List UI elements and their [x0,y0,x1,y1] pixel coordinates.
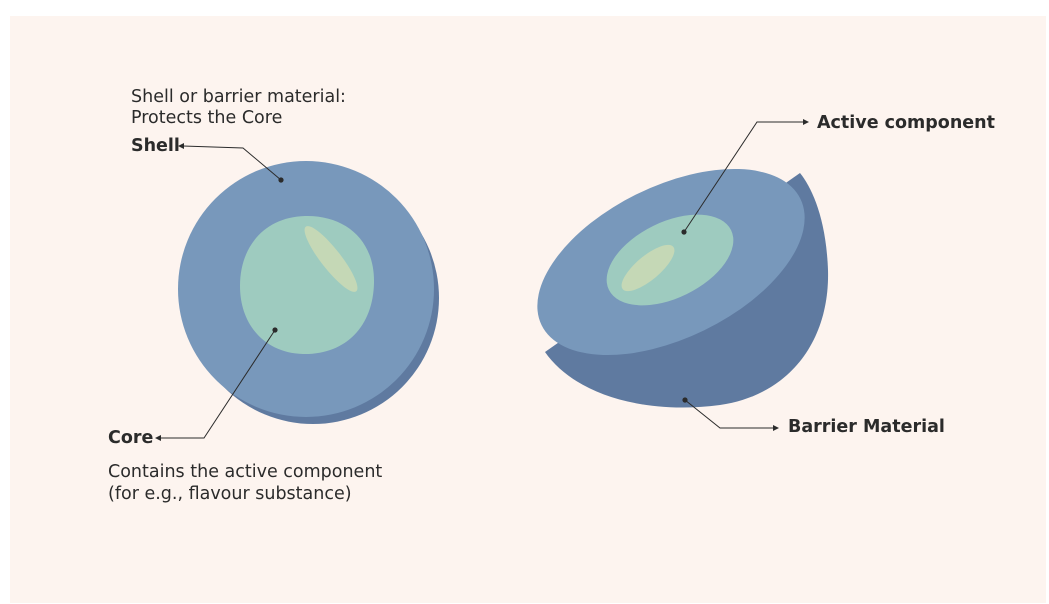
active-component-label: Active component [817,112,995,134]
barrier-material-label: Barrier Material [788,416,945,438]
active-component-leader-dot [681,229,686,234]
barrier-material-leader-dot [682,397,687,402]
half-capsule [508,131,833,408]
core-description-line2: (for e.g., flavour substance) [108,483,352,505]
shell-label: Shell [131,135,180,157]
core-label: Core [108,427,153,449]
core-description-line1: Contains the active component [108,461,382,483]
active-component-arrowhead [803,119,809,125]
shell-leader-dot [278,177,283,182]
shell-description-line2: Protects the Core [131,107,282,129]
core-leader-dot [272,327,277,332]
barrier-material-arrowhead [773,425,779,431]
shell-description-line1: Shell or barrier material: [131,86,346,108]
whole-capsule [178,161,439,424]
core-arrowhead [155,435,161,441]
